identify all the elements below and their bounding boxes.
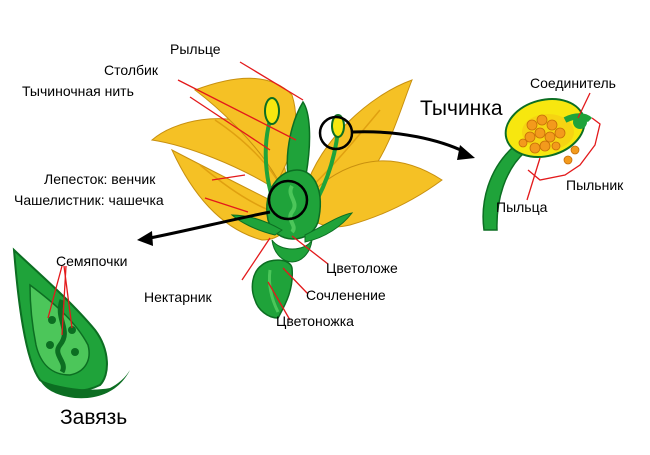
- arrow-to-ovary: [149, 210, 271, 240]
- title-ovary: Завязь: [60, 406, 127, 429]
- label-pedicel: Цветоножка: [276, 313, 354, 329]
- petal-front-left: [170, 148, 291, 241]
- stamen-detail: [482, 98, 593, 231]
- anther-right: [331, 114, 345, 138]
- label-stigma: Рыльце: [170, 41, 221, 57]
- label-receptacle: Цветоложе: [326, 260, 398, 276]
- zoom-circle-stamen: [318, 115, 354, 151]
- label-ovules: Семяпочки: [56, 253, 127, 269]
- label-style: Столбик: [104, 62, 159, 78]
- label-nectary: Нектарник: [144, 289, 213, 305]
- title-stamen: Тычинка: [420, 97, 503, 120]
- zoom-circle-ovary: [267, 179, 309, 221]
- label-pollen: Пыльца: [496, 199, 548, 215]
- sepal-left: [230, 214, 283, 236]
- zoom-arrows: [137, 130, 475, 246]
- ovary-detail: [12, 247, 130, 399]
- leader-lines: [47, 61, 601, 336]
- style: [286, 100, 311, 176]
- receptacle: [271, 239, 313, 263]
- arrow-to-stamen: [351, 130, 466, 154]
- labels: Рыльце Столбик Тычиночная нить Лепесток:…: [14, 41, 624, 429]
- label-anther: Пыльник: [566, 177, 624, 193]
- label-joint: Сочленение: [306, 287, 386, 303]
- label-filament: Тычиночная нить: [22, 83, 134, 99]
- flower: [150, 77, 443, 319]
- anther-left: [264, 97, 280, 125]
- label-connective: Соединитель: [530, 75, 616, 91]
- sepal-right: [304, 212, 354, 243]
- label-petal: Лепесток: венчик: [44, 171, 156, 187]
- label-sepal: Чашелистник: чашечка: [14, 192, 164, 208]
